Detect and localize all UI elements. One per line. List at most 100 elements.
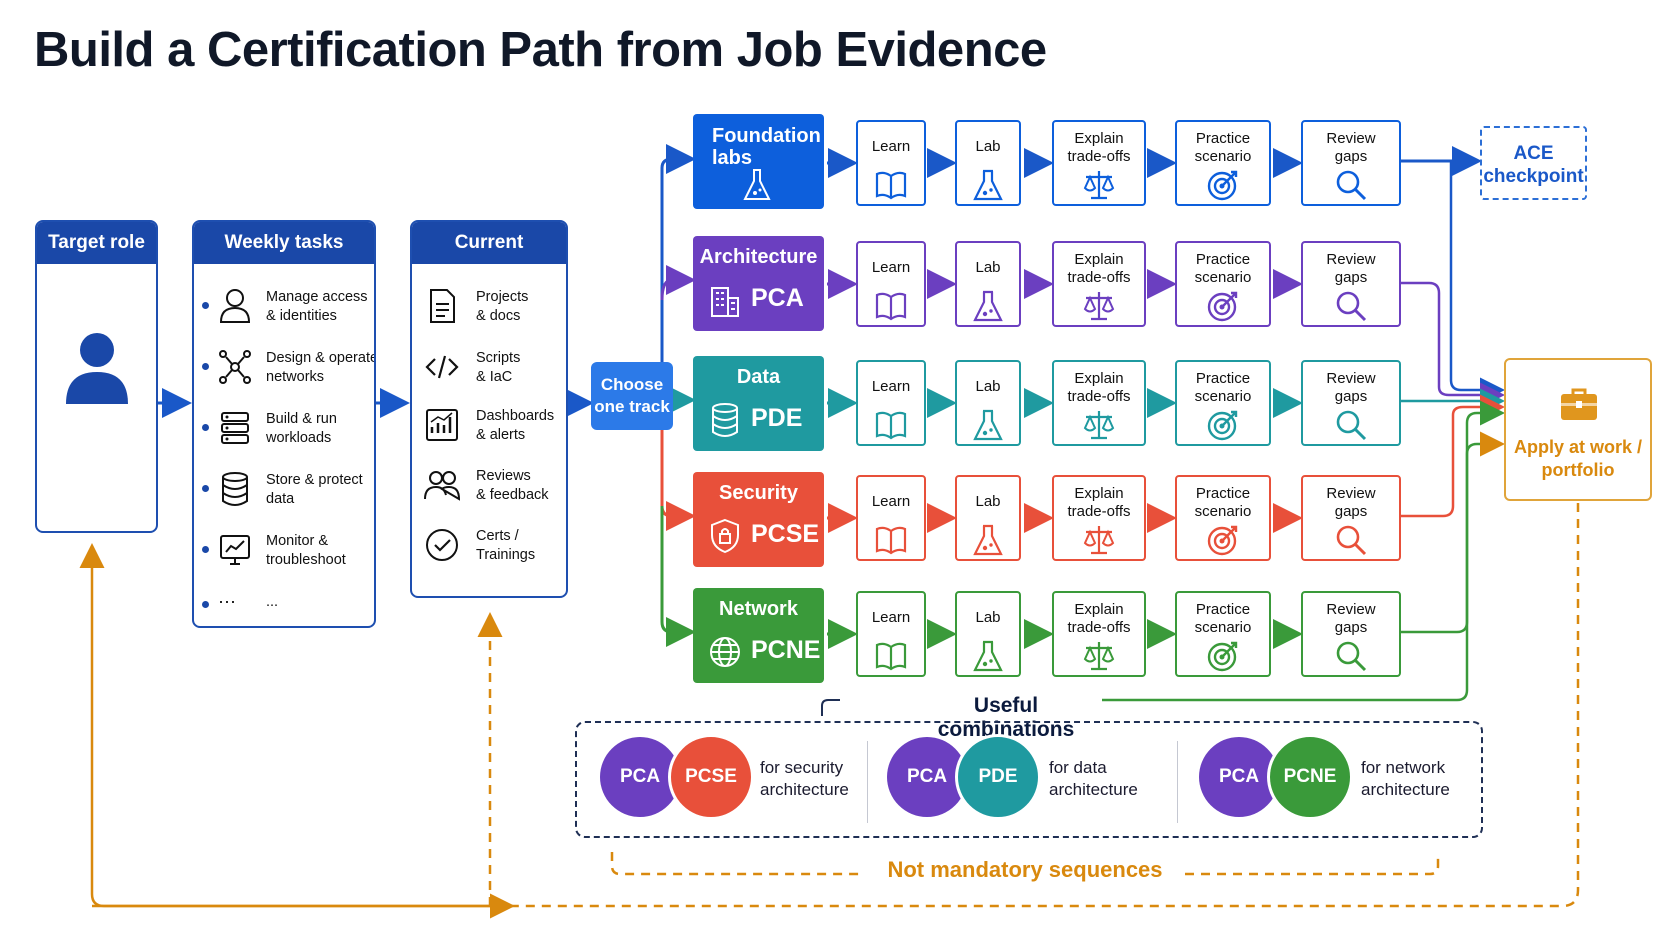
step-explain-trade-offs: Explain trade-offs — [1052, 241, 1146, 327]
choose-track-node: Choose one track — [591, 362, 673, 430]
step-review-gaps: Review gaps — [1301, 241, 1401, 327]
combo-data: PCA PDE for data architecture — [887, 734, 1167, 823]
scale-icon — [1083, 526, 1115, 555]
monitor-chart-icon — [220, 535, 250, 565]
step-label: Lab — [975, 493, 1001, 510]
combo-circle-a: PCA — [887, 737, 967, 817]
flask-icon — [973, 409, 1003, 441]
track-label: Network — [719, 598, 798, 620]
step-label: Explain trade-offs — [1067, 130, 1131, 165]
step-learn: Learn — [856, 475, 926, 561]
step-label: Explain trade-offs — [1067, 601, 1131, 636]
step-label: Lab — [975, 138, 1001, 155]
flask-icon — [743, 169, 771, 200]
person-icon — [66, 333, 128, 404]
apply-at-work-node: Apply at work / portfolio — [1504, 358, 1652, 501]
book-icon — [875, 292, 907, 321]
combinations-panel: PCA PCSE for security architecture PCA P… — [575, 721, 1483, 838]
step-explain-trade-offs: Explain trade-offs — [1052, 591, 1146, 677]
check-circle-icon — [426, 529, 458, 561]
step-label: Practice scenario — [1194, 251, 1252, 286]
step-lab: Lab — [955, 475, 1021, 561]
step-practice-scenario: Practice scenario — [1175, 591, 1271, 677]
step-label: Practice scenario — [1194, 370, 1252, 405]
track-data: Data PDE — [693, 356, 824, 451]
step-explain-trade-offs: Explain trade-offs — [1052, 120, 1146, 206]
target-icon — [1207, 170, 1238, 201]
flask-icon — [973, 169, 1003, 201]
step-lab: Lab — [955, 241, 1021, 327]
combo-circle-b: PCNE — [1267, 734, 1353, 820]
combo-network: PCA PCNE for network architecture — [1199, 734, 1479, 823]
document-icon — [430, 289, 455, 323]
bullet — [202, 546, 209, 553]
server-icon — [221, 412, 249, 444]
weekly-tasks-panel: Weekly tasks Manage access & identities … — [192, 220, 376, 628]
step-practice-scenario: Practice scenario — [1175, 120, 1271, 206]
step-lab: Lab — [955, 591, 1021, 677]
track-foundation: Foundation labs — [693, 114, 824, 209]
target-icon — [1207, 291, 1238, 322]
book-icon — [875, 526, 907, 555]
track-label: Data — [736, 366, 781, 388]
ace-checkpoint: ACE checkpoint — [1480, 126, 1587, 200]
people-icon — [424, 471, 460, 501]
task-label: Build & run workloads — [266, 411, 337, 446]
step-label: Explain trade-offs — [1067, 485, 1131, 520]
step-practice-scenario: Practice scenario — [1175, 475, 1271, 561]
weekly-tasks-header: Weekly tasks — [194, 222, 374, 264]
bullet — [202, 601, 209, 608]
target-icon — [1207, 410, 1238, 441]
combo-text: for data architecture — [1049, 758, 1138, 799]
book-icon — [875, 642, 907, 671]
scale-icon — [1083, 171, 1115, 200]
code-icon — [425, 355, 459, 379]
target-role-panel: Target role — [35, 220, 158, 533]
scale-icon — [1083, 411, 1115, 440]
shield-lock-icon — [711, 518, 739, 554]
current-evidence-panel: Current evidence Projects & docs Scripts… — [410, 220, 568, 598]
step-label: Review gaps — [1326, 251, 1376, 286]
step-learn: Learn — [856, 591, 926, 677]
task-label: Manage access & identities — [266, 289, 368, 324]
magnifier-icon — [1336, 291, 1367, 322]
evidence-label: Certs / Trainings — [476, 528, 536, 563]
target-role-header: Target role — [37, 222, 156, 264]
step-label: Practice scenario — [1194, 130, 1252, 165]
combo-circle-b: PDE — [955, 734, 1041, 820]
building-icon — [711, 287, 739, 317]
step-arrows — [827, 148, 1303, 649]
track-code: PCA — [751, 284, 804, 312]
scale-icon — [1083, 642, 1115, 671]
task-label: Monitor & troubleshoot — [266, 533, 346, 568]
task-label: ... — [266, 594, 279, 610]
step-label: Explain trade-offs — [1067, 251, 1131, 286]
magnifier-icon — [1336, 170, 1367, 201]
track-architecture: Architecture PCA — [693, 236, 824, 331]
step-label: Practice scenario — [1194, 601, 1252, 636]
step-review-gaps: Review gaps — [1301, 591, 1401, 677]
bullet — [202, 424, 209, 431]
step-label: Learn — [871, 138, 911, 155]
book-icon — [875, 411, 907, 440]
dashboard-chart-icon — [426, 409, 458, 441]
combo-text: for network architecture — [1361, 758, 1450, 799]
target-icon — [1207, 525, 1238, 556]
step-label: Learn — [871, 609, 911, 626]
magnifier-icon — [1336, 525, 1367, 556]
step-learn: Learn — [856, 120, 926, 206]
flask-icon — [973, 290, 1003, 322]
divider — [867, 741, 868, 823]
step-label: Practice scenario — [1194, 485, 1252, 520]
user-icon — [219, 289, 251, 323]
ellipsis-icon: ⋯ — [218, 592, 236, 612]
step-label: Explain trade-offs — [1067, 370, 1131, 405]
step-lab: Lab — [955, 120, 1021, 206]
track-label: Foundation labs — [712, 125, 821, 169]
bullet — [202, 485, 209, 492]
bullet — [202, 363, 209, 370]
bullet — [202, 302, 209, 309]
magnifier-icon — [1336, 641, 1367, 672]
flask-icon — [973, 640, 1003, 672]
page-title: Build a Certification Path from Job Evid… — [34, 23, 1047, 77]
